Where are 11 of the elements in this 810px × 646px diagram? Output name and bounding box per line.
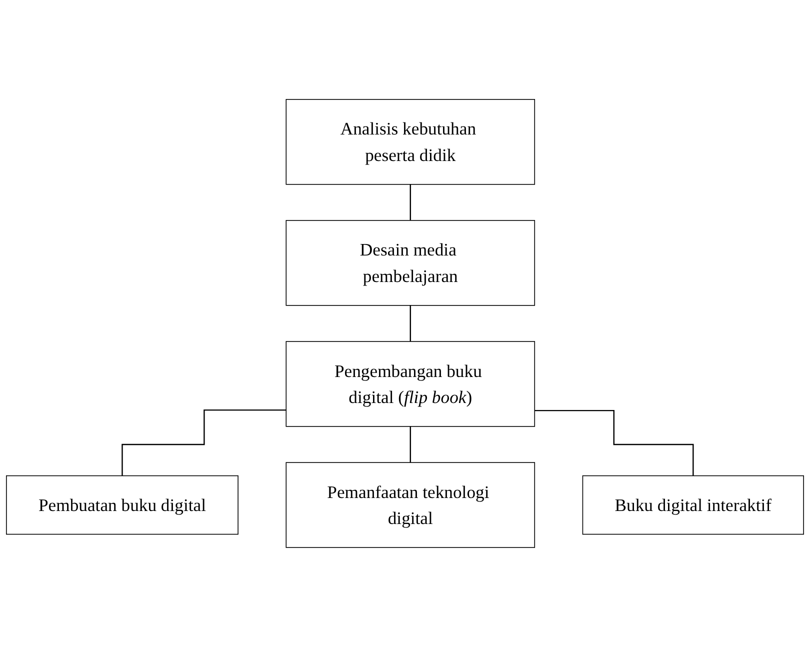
node-box: Pembuatan buku digital xyxy=(6,474,238,534)
connector xyxy=(122,409,286,476)
node-box: Buku digital interaktif xyxy=(582,474,804,534)
node-box: Pemanfaatan teknologi digital xyxy=(286,462,536,548)
connector xyxy=(410,183,411,221)
connector xyxy=(410,425,411,463)
node-box: Analisis kebutuhan peserta didik xyxy=(286,98,536,184)
connector xyxy=(534,410,694,476)
connector xyxy=(410,304,411,342)
node-box: Desain media pembelajaran xyxy=(286,220,536,306)
node-box: Pengembangan buku digital (flip book) xyxy=(286,340,536,426)
